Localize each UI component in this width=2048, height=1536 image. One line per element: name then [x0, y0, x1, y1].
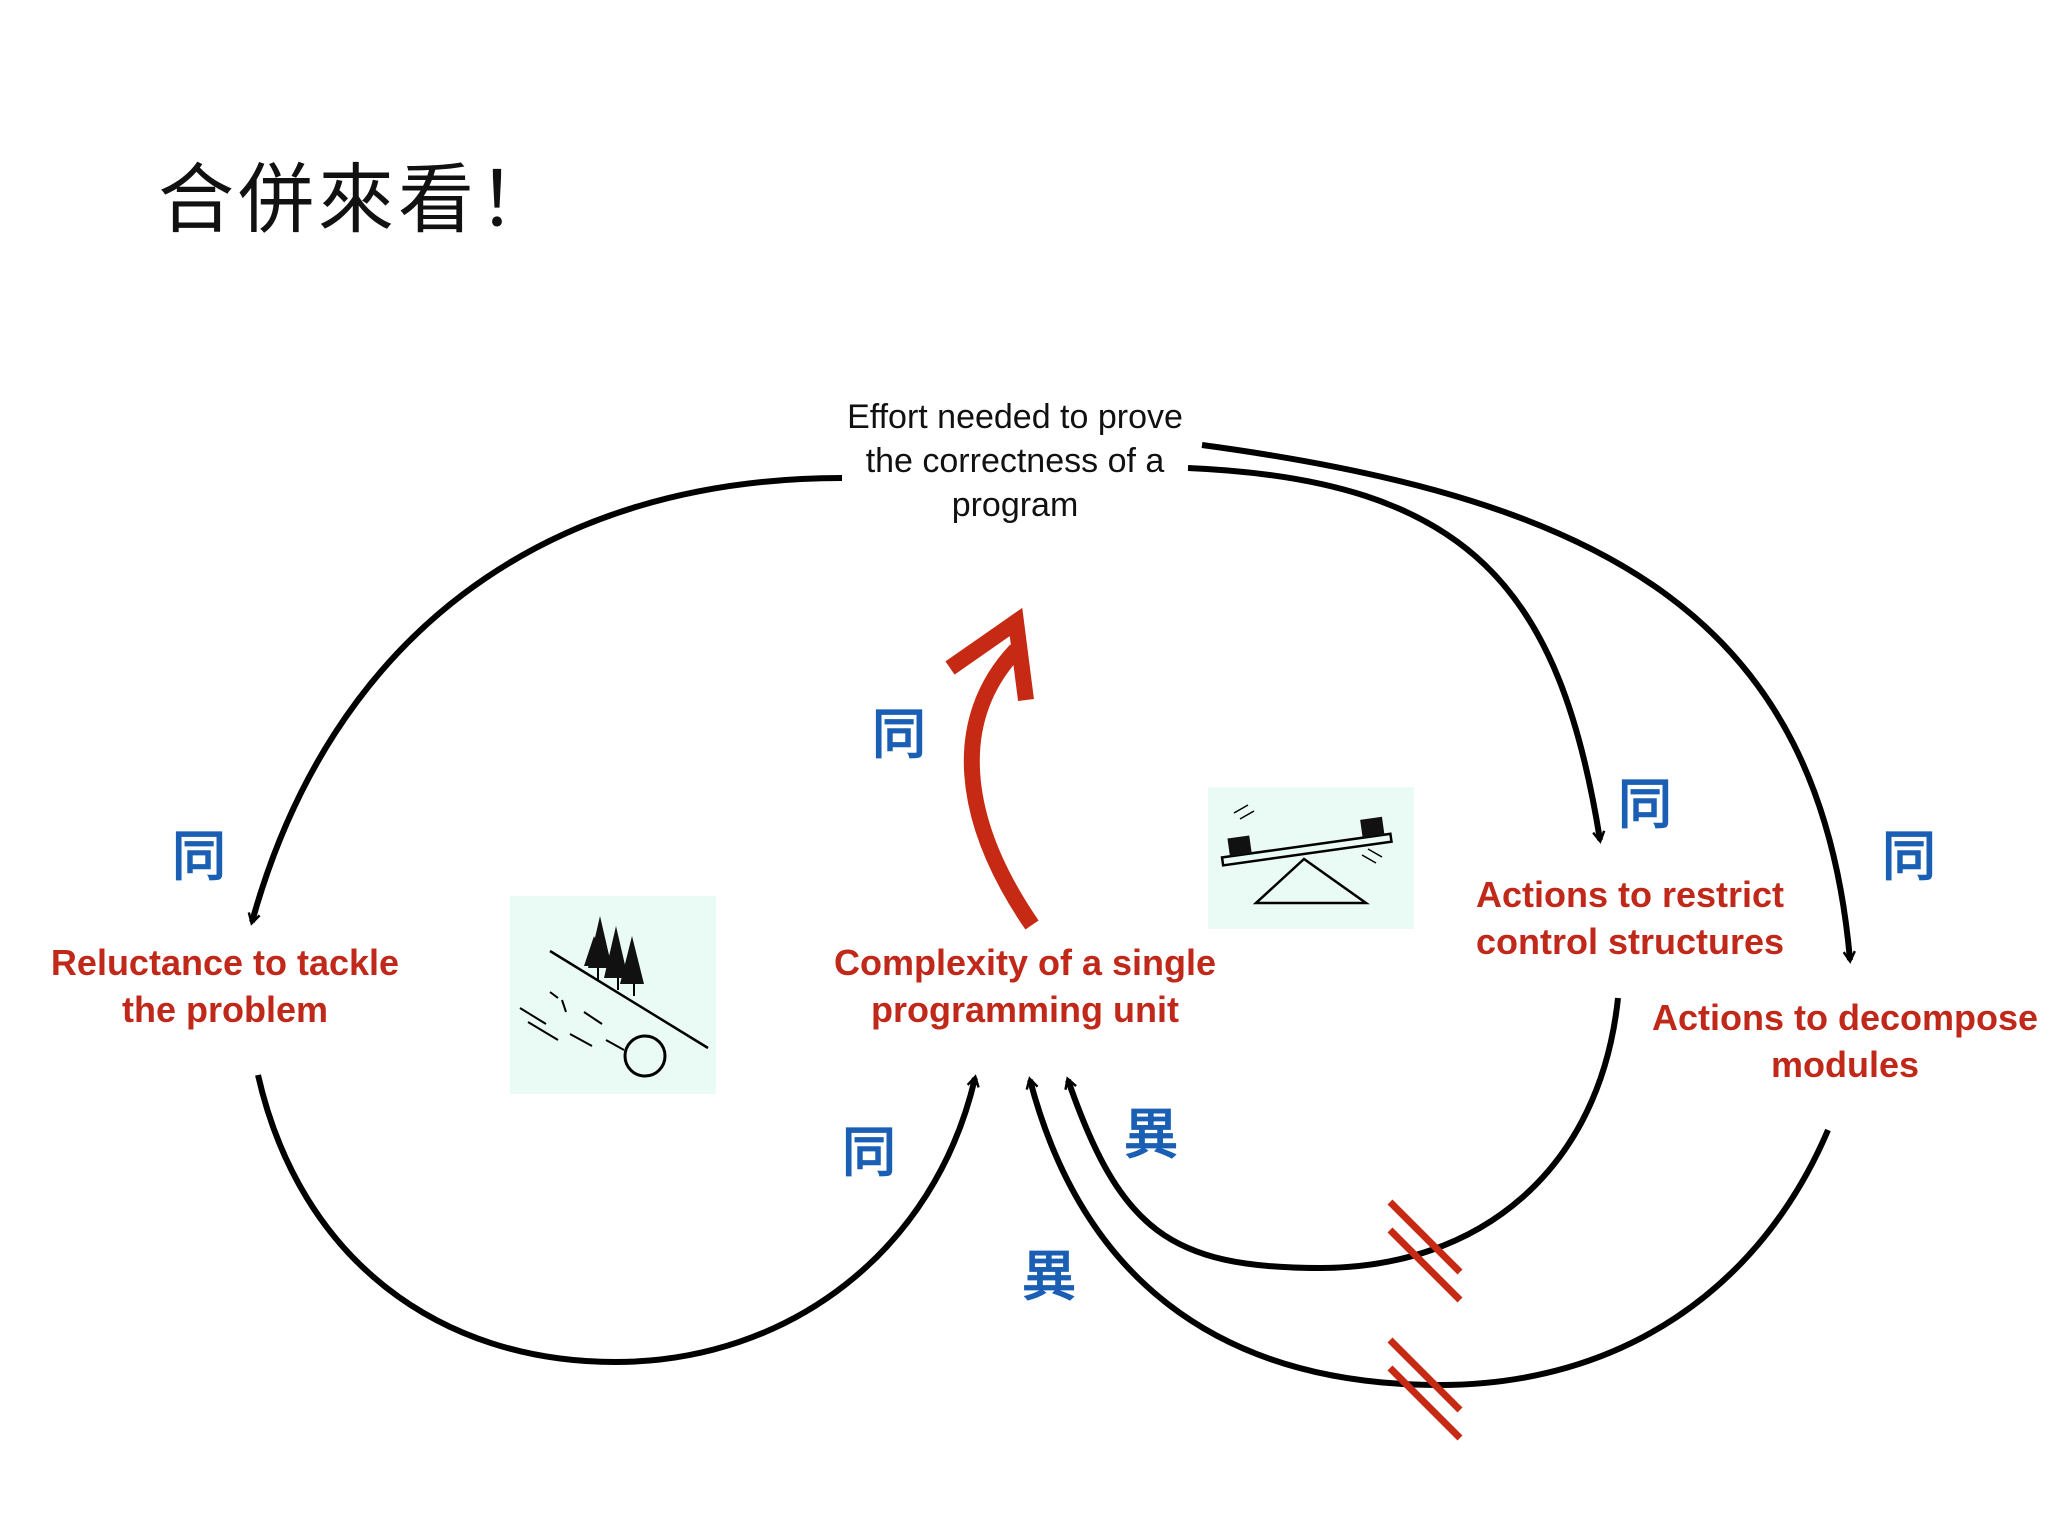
node-effort: Effort needed to prove the correctness o…: [847, 398, 1183, 525]
arrow-effort-to-restrict: [1187, 465, 1606, 844]
arrow-effort-to-reluctance: [247, 475, 843, 926]
node-complexity: Complexity of a single programming unit: [833, 942, 1217, 1030]
polarity-mark-complexity-effort: 同: [872, 703, 926, 766]
delay-mark-decompose: [1387, 1337, 1463, 1441]
slide-title: 合併來看！: [158, 155, 558, 244]
polarity-mark-effort-restrict: 同: [1618, 773, 1672, 836]
arrow-complexity-to-effort: [963, 644, 1039, 930]
seesaw-sketch-image: [1208, 787, 1414, 929]
arrow-complexity-to-effort-head: [945, 607, 1034, 702]
delay-mark-restrict: [1387, 1199, 1463, 1303]
polarity-mark-restrict-complexity: 異: [1124, 1103, 1178, 1166]
hillside-sketch-icon: [519, 916, 709, 1078]
node-reluctance: Reluctance to tackle the problem: [50, 942, 400, 1030]
polarity-mark-effort-decompose: 同: [1882, 825, 1936, 888]
arrow-reluctance-to-complexity: [255, 1074, 980, 1366]
seesaw-sketch-icon: [1220, 804, 1393, 905]
node-restrict-control: Actions to restrict control structures: [1475, 874, 1785, 962]
arrow-effort-to-decompose: [1201, 442, 1856, 964]
arrow-restrict-to-complexity: [1064, 997, 1621, 1272]
node-decompose-modules: Actions to decompose modules: [1651, 997, 2039, 1085]
hillside-sketch-image: [510, 896, 716, 1094]
polarity-mark-effort-reluctance: 同: [172, 825, 226, 888]
polarity-mark-decompose-complexity: 異: [1022, 1245, 1076, 1308]
polarity-mark-reluctance-complexity: 同: [842, 1121, 896, 1184]
